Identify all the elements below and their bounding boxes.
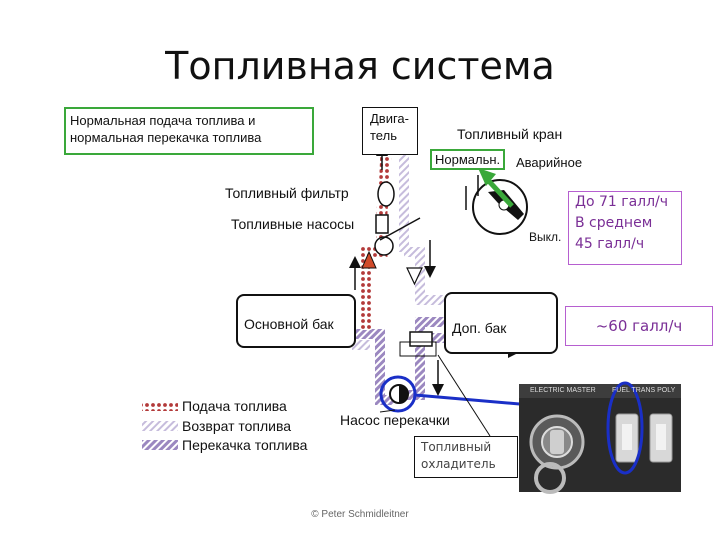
main-tank-label: Основной бак <box>244 316 334 332</box>
switch-highlight-ellipse <box>606 381 644 475</box>
aux-tank-label: Доп. бак <box>452 320 507 336</box>
cooler-label-line1: Топливный <box>421 440 492 454</box>
engine-label-line1: Двига- <box>370 111 409 126</box>
page-title: Топливная система <box>165 44 555 88</box>
fuel-valve-label: Топливный кран <box>457 126 563 142</box>
return-triangle <box>406 267 423 286</box>
fuel-pumps-label: Топливные насосы <box>231 216 355 232</box>
panel-label-left: ELECTRIC MASTER <box>530 387 596 394</box>
fuel-filter-label: Топливный фильтр <box>225 185 349 201</box>
legend-transfer-label: Перекачка топлива <box>182 437 308 453</box>
fuel-cooler-box: Топливный охладитель <box>414 436 518 478</box>
pump-highlight-circle <box>379 375 417 413</box>
transfer-line-main <box>352 329 394 405</box>
engine-label-line2: тель <box>370 128 397 143</box>
normal-feed-box <box>64 107 314 155</box>
legend-swatch-return <box>142 421 178 431</box>
main-tank <box>236 294 356 348</box>
legend-feed-label: Подача топлива <box>182 398 287 414</box>
transfer-junction <box>409 331 433 347</box>
transfer-rate-label: ~60 галл/ч <box>595 317 683 335</box>
legend-return-label: Возврат топлива <box>182 418 292 434</box>
flow-rate-line3: 45 галл/ч <box>575 236 645 252</box>
fuel-pump <box>375 214 389 234</box>
feed-triangle <box>361 250 377 269</box>
transfer-rate-box: ~60 галл/ч <box>565 306 713 346</box>
legend-swatch-feed <box>142 401 178 411</box>
flow-rate-line2: В среднем <box>575 215 653 231</box>
flow-rate-box: До 71 галл/ч В среднем 45 галл/ч <box>568 191 682 265</box>
switch-panel-photo <box>519 384 681 494</box>
copyright: © Peter Schmidleitner <box>311 509 409 520</box>
engine-box <box>362 107 418 155</box>
flow-rate-line1: До 71 галл/ч <box>575 194 669 210</box>
panel-label-right: FUEL TRANS POLY <box>612 387 676 394</box>
transfer-pump-label: Насос перекачки <box>340 412 450 428</box>
valve-emergency-label: Аварийное <box>516 155 583 170</box>
valve-normal-label: Нормальн. <box>430 149 506 170</box>
legend-swatch-transfer <box>142 440 178 450</box>
fuel-filter <box>377 181 395 207</box>
normal-feed-line2: нормальная перекачка топлива <box>70 130 262 145</box>
cooler-label-line2: охладитель <box>421 457 496 471</box>
normal-feed-line1: Нормальная подача топлива и <box>70 113 256 128</box>
aux-tank <box>444 292 558 354</box>
fuel-pump-2 <box>374 236 394 256</box>
valve-off-label: Выкл. <box>529 230 562 244</box>
valve-position-arrow <box>484 176 514 208</box>
